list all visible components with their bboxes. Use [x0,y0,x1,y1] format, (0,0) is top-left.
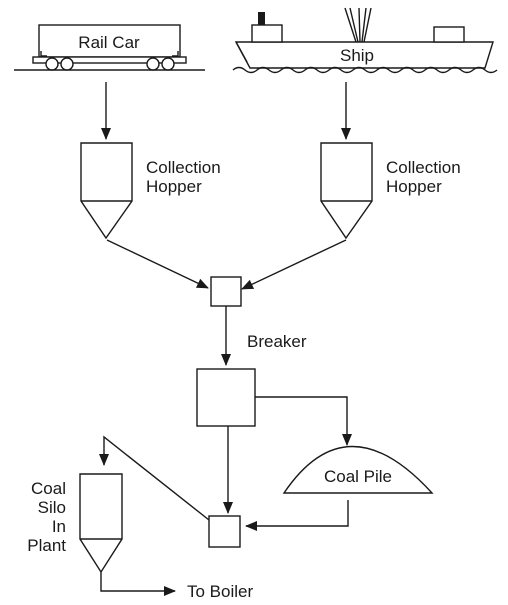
coal-silo-shape [80,474,122,572]
hopper-right-label-line2: Hopper [386,177,442,196]
rail-car-wheel [147,58,159,70]
silo-label-line4: Plant [27,536,66,555]
junction-box [211,277,241,306]
arrow-coal-pile-to-lower-junction [246,500,348,526]
coal-pile-label: Coal Pile [324,467,392,486]
ship: Ship [233,8,497,73]
hopper-right-shape [321,143,372,238]
silo-label-line2: Silo [38,498,66,517]
hopper-left-label-line1: Collection [146,158,221,177]
hopper-left-shape [81,143,132,238]
ship-label: Ship [340,46,374,65]
silo-label-line1: Coal [31,479,66,498]
to-boiler-label: To Boiler [187,582,253,601]
collection-hopper-right: Collection Hopper [321,143,461,238]
arrow-right-hopper-to-junction [242,240,346,289]
breaker-box [197,369,255,426]
arrow-left-hopper-to-junction [107,240,208,288]
hopper-right-label-line1: Collection [386,158,461,177]
arrow-breaker-to-coal-pile [255,397,347,445]
lower-junction-box [209,516,240,547]
rail-car-wheel [162,58,174,70]
breaker-label: Breaker [247,332,307,351]
ship-cranes [345,8,371,42]
arrow-to-boiler [101,572,175,591]
rail-car: Rail Car [14,25,205,70]
collection-hopper-left: Collection Hopper [81,143,221,238]
ship-funnel [258,12,265,25]
coal-pile: Coal Pile [284,447,432,494]
ship-cabin [252,25,282,42]
ship-deck-house [434,27,464,42]
coal-silo: Coal Silo In Plant [27,474,122,572]
rail-car-label: Rail Car [78,33,140,52]
rail-car-wheel [46,58,58,70]
rail-car-wheel [61,58,73,70]
hopper-left-label-line2: Hopper [146,177,202,196]
silo-label-line3: In [52,517,66,536]
